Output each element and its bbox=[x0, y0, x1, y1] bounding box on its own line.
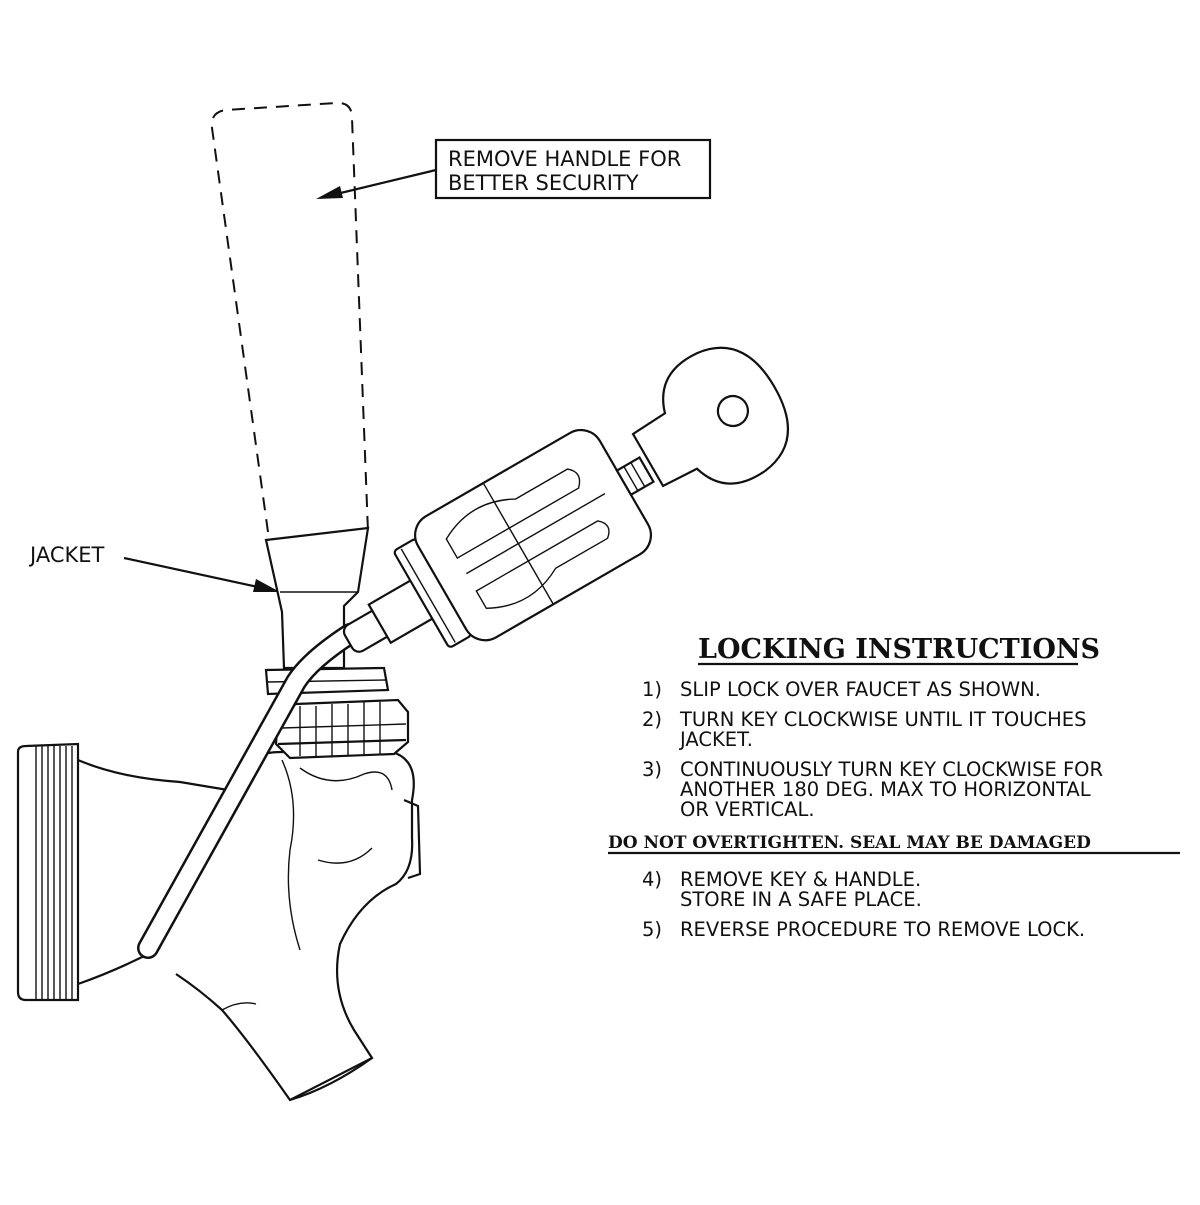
key-hole bbox=[716, 394, 750, 428]
step-2-line2: JACKET. bbox=[678, 728, 753, 751]
jacket-label: JACKET bbox=[28, 543, 105, 567]
lock-shackle bbox=[137, 623, 361, 959]
step-2: 2) TURN KEY CLOCKWISE UNTIL IT TOUCHES J… bbox=[642, 708, 1086, 751]
callout-arrow-line bbox=[323, 168, 437, 199]
step-3-line1: CONTINUOUSLY TURN KEY CLOCKWISE FOR bbox=[680, 758, 1103, 781]
faucet-body bbox=[16, 742, 422, 1102]
step-4: 4) REMOVE KEY & HANDLE. STORE IN A SAFE … bbox=[642, 868, 922, 911]
remove-handle-callout: REMOVE HANDLE FOR BETTER SECURITY bbox=[316, 138, 712, 200]
jacket-arrowhead bbox=[253, 579, 280, 592]
step-2-line1: TURN KEY CLOCKWISE UNTIL IT TOUCHES bbox=[679, 708, 1086, 731]
jacket-arrow-line bbox=[123, 556, 273, 592]
step-1-line1: SLIP LOCK OVER FAUCET AS SHOWN. bbox=[680, 678, 1041, 701]
lock-cylinder bbox=[342, 428, 655, 653]
step-1: 1) SLIP LOCK OVER FAUCET AS SHOWN. bbox=[642, 678, 1041, 701]
step-3-line3: OR VERTICAL. bbox=[680, 798, 815, 821]
step-3-number: 3) bbox=[642, 758, 662, 781]
step-4-line2: STORE IN A SAFE PLACE. bbox=[680, 888, 922, 911]
shank-threads bbox=[35, 746, 73, 1000]
step-1-number: 1) bbox=[642, 678, 662, 701]
step-5-line1: REVERSE PROCEDURE TO REMOVE LOCK. bbox=[680, 918, 1085, 941]
callout-arrowhead bbox=[316, 186, 343, 199]
jacket-callout: JACKET bbox=[28, 543, 280, 592]
step-5-number: 5) bbox=[642, 918, 662, 941]
step-4-line1: REMOVE KEY & HANDLE. bbox=[680, 868, 921, 891]
step-5: 5) REVERSE PROCEDURE TO REMOVE LOCK. bbox=[642, 918, 1085, 941]
step-4-number: 4) bbox=[642, 868, 662, 891]
removed-handle-outline bbox=[210, 101, 369, 533]
warning-text: DO NOT OVERTIGHTEN. SEAL MAY BE DAMAGED bbox=[608, 833, 1091, 853]
step-3: 3) CONTINUOUSLY TURN KEY CLOCKWISE FOR A… bbox=[642, 758, 1103, 821]
step-3-line2: ANOTHER 180 DEG. MAX TO HORIZONTAL bbox=[680, 778, 1091, 801]
callout-handle-line2: BETTER SECURITY bbox=[448, 171, 639, 195]
step-2-number: 2) bbox=[642, 708, 662, 731]
callout-handle-line1: REMOVE HANDLE FOR bbox=[448, 147, 681, 171]
instructions-title: LOCKING INSTRUCTIONS bbox=[698, 634, 1100, 665]
locking-instructions: LOCKING INSTRUCTIONS 1) SLIP LOCK OVER F… bbox=[608, 634, 1180, 941]
key bbox=[631, 346, 790, 488]
